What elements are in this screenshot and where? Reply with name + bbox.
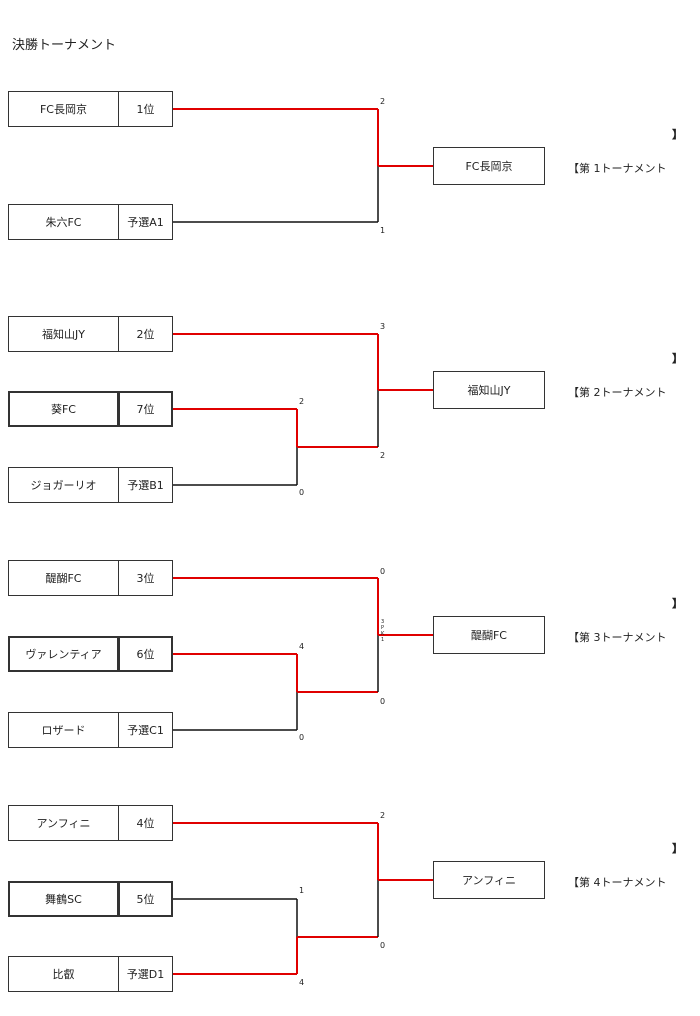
pk-note-char: 3: [381, 619, 385, 625]
team-name-box: 葵FC: [8, 391, 119, 427]
score-semi-top: 1: [299, 886, 305, 895]
bracket-close-mark: 】: [672, 842, 683, 855]
team-name-box: ヴァレンティア: [8, 636, 119, 672]
team-name-box: アンフィニ: [8, 805, 119, 841]
score-semi-bottom: 0: [299, 733, 305, 742]
winner-box: FC長岡京: [433, 147, 545, 185]
score-final-top: 3: [380, 322, 386, 331]
winner-box: 醍醐FC: [433, 616, 545, 654]
tournament-label: 【第 4トーナメント: [568, 876, 667, 889]
score-semi-top: 4: [299, 642, 305, 651]
team-name-box: 福知山JY: [8, 316, 119, 352]
team-name-box: 舞鶴SC: [8, 881, 119, 917]
team-seed-box: 予選B1: [118, 467, 173, 503]
score-semi-bottom: 4: [299, 978, 305, 987]
score-final-bottom: 0: [380, 941, 386, 950]
pk-note-char: 1: [381, 637, 385, 643]
score-final-top: 0: [380, 567, 386, 576]
team-name-box: ロザード: [8, 712, 119, 748]
tournament-label: 【第 1トーナメント: [568, 162, 667, 175]
team-seed-box: 7位: [118, 391, 173, 427]
team-seed-box: 4位: [118, 805, 173, 841]
pk-note: 3 P K 1: [381, 619, 387, 643]
team-seed-box: 6位: [118, 636, 173, 672]
pk-note-char: P: [381, 625, 385, 631]
team-seed-box: 予選C1: [118, 712, 173, 748]
score-final-bottom: 2: [380, 451, 386, 460]
team-name-box: ジョガーリオ: [8, 467, 119, 503]
team-seed-box: 予選A1: [118, 204, 173, 240]
bracket-close-mark: 】: [672, 128, 683, 141]
bracket-close-mark: 】: [672, 352, 683, 365]
score-semi-bottom: 0: [299, 488, 305, 497]
page-title: 決勝トーナメント: [12, 38, 117, 53]
team-name-box: 醍醐FC: [8, 560, 119, 596]
bracket-close-mark: 】: [672, 597, 683, 610]
team-seed-box: 5位: [118, 881, 173, 917]
team-name-box: 朱六FC: [8, 204, 119, 240]
score-final-top: 2: [380, 811, 386, 820]
score-semi-top: 2: [299, 397, 305, 406]
score-final-bottom: 1: [380, 226, 386, 235]
winner-box: アンフィニ: [433, 861, 545, 899]
winner-box: 福知山JY: [433, 371, 545, 409]
team-seed-box: 2位: [118, 316, 173, 352]
team-name-box: 比叡: [8, 956, 119, 992]
tournament-label: 【第 3トーナメント: [568, 631, 667, 644]
score-final-bottom: 0: [380, 697, 386, 706]
team-name-box: FC長岡京: [8, 91, 119, 127]
score-final-top: 2: [380, 97, 386, 106]
team-seed-box: 3位: [118, 560, 173, 596]
team-seed-box: 予選D1: [118, 956, 173, 992]
pk-note-char: K: [381, 631, 385, 637]
team-seed-box: 1位: [118, 91, 173, 127]
tournament-label: 【第 2トーナメント: [568, 386, 667, 399]
